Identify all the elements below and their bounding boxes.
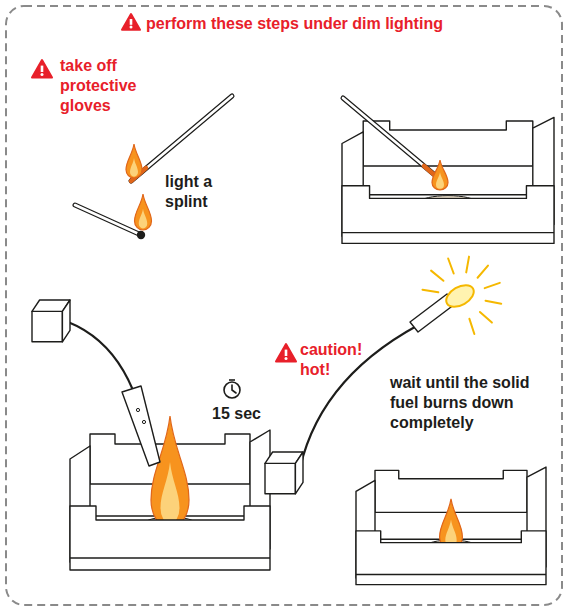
stove-base-line xyxy=(342,232,554,233)
warning-triangle xyxy=(32,60,52,78)
stove-base-line xyxy=(70,557,270,558)
warning-icon xyxy=(276,344,296,362)
folding-stove xyxy=(70,416,270,570)
step-text: wait until the solid fuel burns down com… xyxy=(390,373,550,433)
cube-side xyxy=(62,300,70,342)
glow-ray xyxy=(466,257,469,273)
cube-front xyxy=(265,463,295,493)
splint xyxy=(343,98,436,176)
dashed-frame xyxy=(6,6,562,605)
glow-ray xyxy=(478,266,488,278)
flame-core xyxy=(161,462,180,524)
flame xyxy=(135,194,152,230)
splint xyxy=(131,96,232,181)
warning-mark xyxy=(130,19,133,25)
clock-hands xyxy=(232,385,236,393)
match xyxy=(75,205,139,234)
flame xyxy=(440,499,463,549)
stove-front-wall xyxy=(70,506,270,570)
glowing-tip xyxy=(443,281,478,312)
folding-stove xyxy=(356,467,546,585)
cube-front xyxy=(32,311,62,341)
glow-ray xyxy=(486,301,502,304)
splint-outline xyxy=(343,98,436,176)
glow-ray xyxy=(485,283,500,288)
stove-front-wall xyxy=(356,531,546,585)
flame xyxy=(151,416,189,528)
splint-outline xyxy=(131,96,232,181)
warning-triangle xyxy=(122,14,140,30)
stove-base-line xyxy=(356,574,546,575)
match-outline xyxy=(75,205,139,234)
clip-rivet xyxy=(136,408,139,411)
glow-ray xyxy=(422,290,438,293)
flame-core xyxy=(436,172,444,189)
step-text: light a splint xyxy=(165,172,237,212)
glow-ray xyxy=(469,319,474,334)
stove-front-wall xyxy=(342,186,554,244)
glow-ray xyxy=(448,258,454,273)
stove-back-wall xyxy=(363,121,533,166)
match-head xyxy=(137,231,145,239)
timer-icon xyxy=(224,380,240,398)
warning-dot xyxy=(285,357,288,360)
warning-mark xyxy=(285,350,288,356)
clip-rivet xyxy=(142,420,145,423)
flame xyxy=(432,160,448,190)
fuel-cube xyxy=(265,452,303,494)
flame-core xyxy=(130,158,138,177)
warning-icon xyxy=(32,60,52,78)
warning-triangle xyxy=(276,344,296,362)
warning-text: take off protective gloves xyxy=(60,56,156,116)
glow-ray xyxy=(431,271,443,281)
warning-icon xyxy=(122,14,140,30)
warning-text: caution! hot! xyxy=(300,340,382,380)
cube-side xyxy=(295,452,303,494)
tongs-wire xyxy=(300,318,432,468)
glow-ray xyxy=(480,312,492,323)
warning-dot xyxy=(130,25,133,28)
folding-stove xyxy=(342,117,554,243)
flame-core xyxy=(139,209,148,229)
warning-dot xyxy=(41,73,44,76)
clock-button xyxy=(229,379,235,381)
clock-face xyxy=(224,382,240,398)
fuel-cube xyxy=(32,300,70,342)
warning-mark xyxy=(41,66,44,72)
flame xyxy=(126,144,142,178)
step-text: 15 sec xyxy=(212,404,282,424)
glow-rays xyxy=(422,257,501,334)
warning-text: perform these steps under dim lighting xyxy=(146,14,486,34)
crocodile-clip xyxy=(122,386,160,466)
